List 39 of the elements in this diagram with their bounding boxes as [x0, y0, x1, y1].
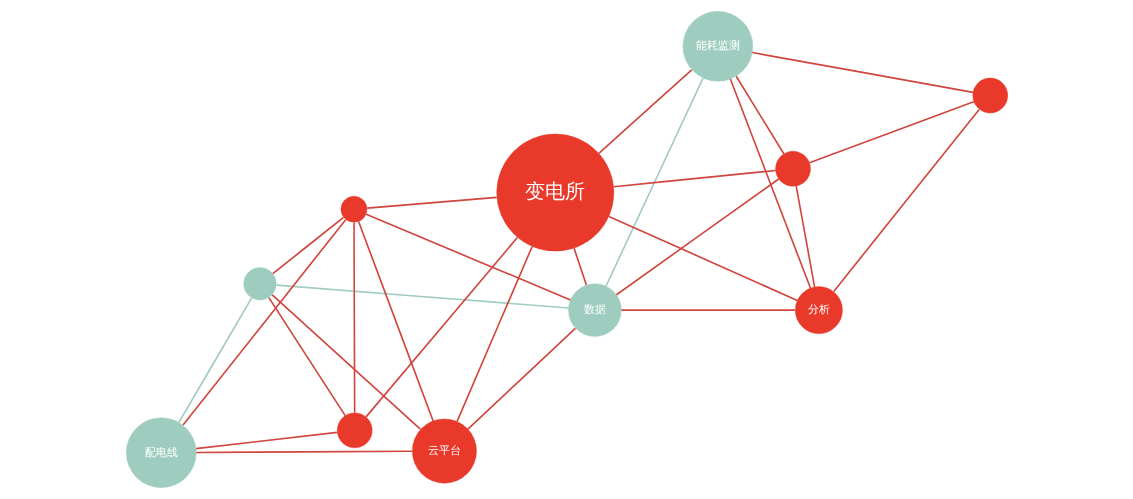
node-circle: 数据: [567, 283, 621, 337]
connector: [808, 100, 974, 164]
connector: [181, 218, 346, 426]
node-circle: [243, 267, 276, 301]
connector: [365, 196, 498, 209]
connector: [612, 169, 776, 188]
connector: [275, 284, 569, 309]
node-circle: 配电线: [125, 417, 196, 488]
connector: [734, 75, 785, 155]
connector: [194, 431, 338, 450]
node-circle: [774, 151, 811, 187]
node-circle: [340, 196, 367, 223]
node-circle: [336, 412, 372, 449]
connector: [597, 69, 693, 155]
connector: [177, 297, 253, 424]
connector: [357, 220, 434, 422]
connector: [194, 450, 413, 454]
connector: [620, 309, 796, 311]
connector: [466, 327, 576, 430]
connector: [729, 78, 811, 289]
connector: [364, 236, 518, 418]
connector: [271, 216, 344, 275]
node-circle: 分析: [794, 286, 843, 334]
connector: [455, 245, 533, 423]
node-circle: 能耗监测: [682, 11, 753, 82]
connector: [794, 185, 815, 288]
connector: [604, 77, 704, 287]
connector: [572, 247, 587, 286]
connector: [270, 294, 421, 430]
connector: [607, 215, 798, 302]
node-circle: 云平台: [411, 418, 477, 484]
connector: [751, 51, 974, 94]
node-circle: 变电所: [496, 133, 614, 252]
connector: [267, 296, 346, 417]
node-circle: [972, 77, 1008, 114]
connector: [352, 221, 355, 414]
connector: [615, 178, 779, 296]
connector: [832, 108, 980, 293]
connector: [364, 213, 571, 301]
